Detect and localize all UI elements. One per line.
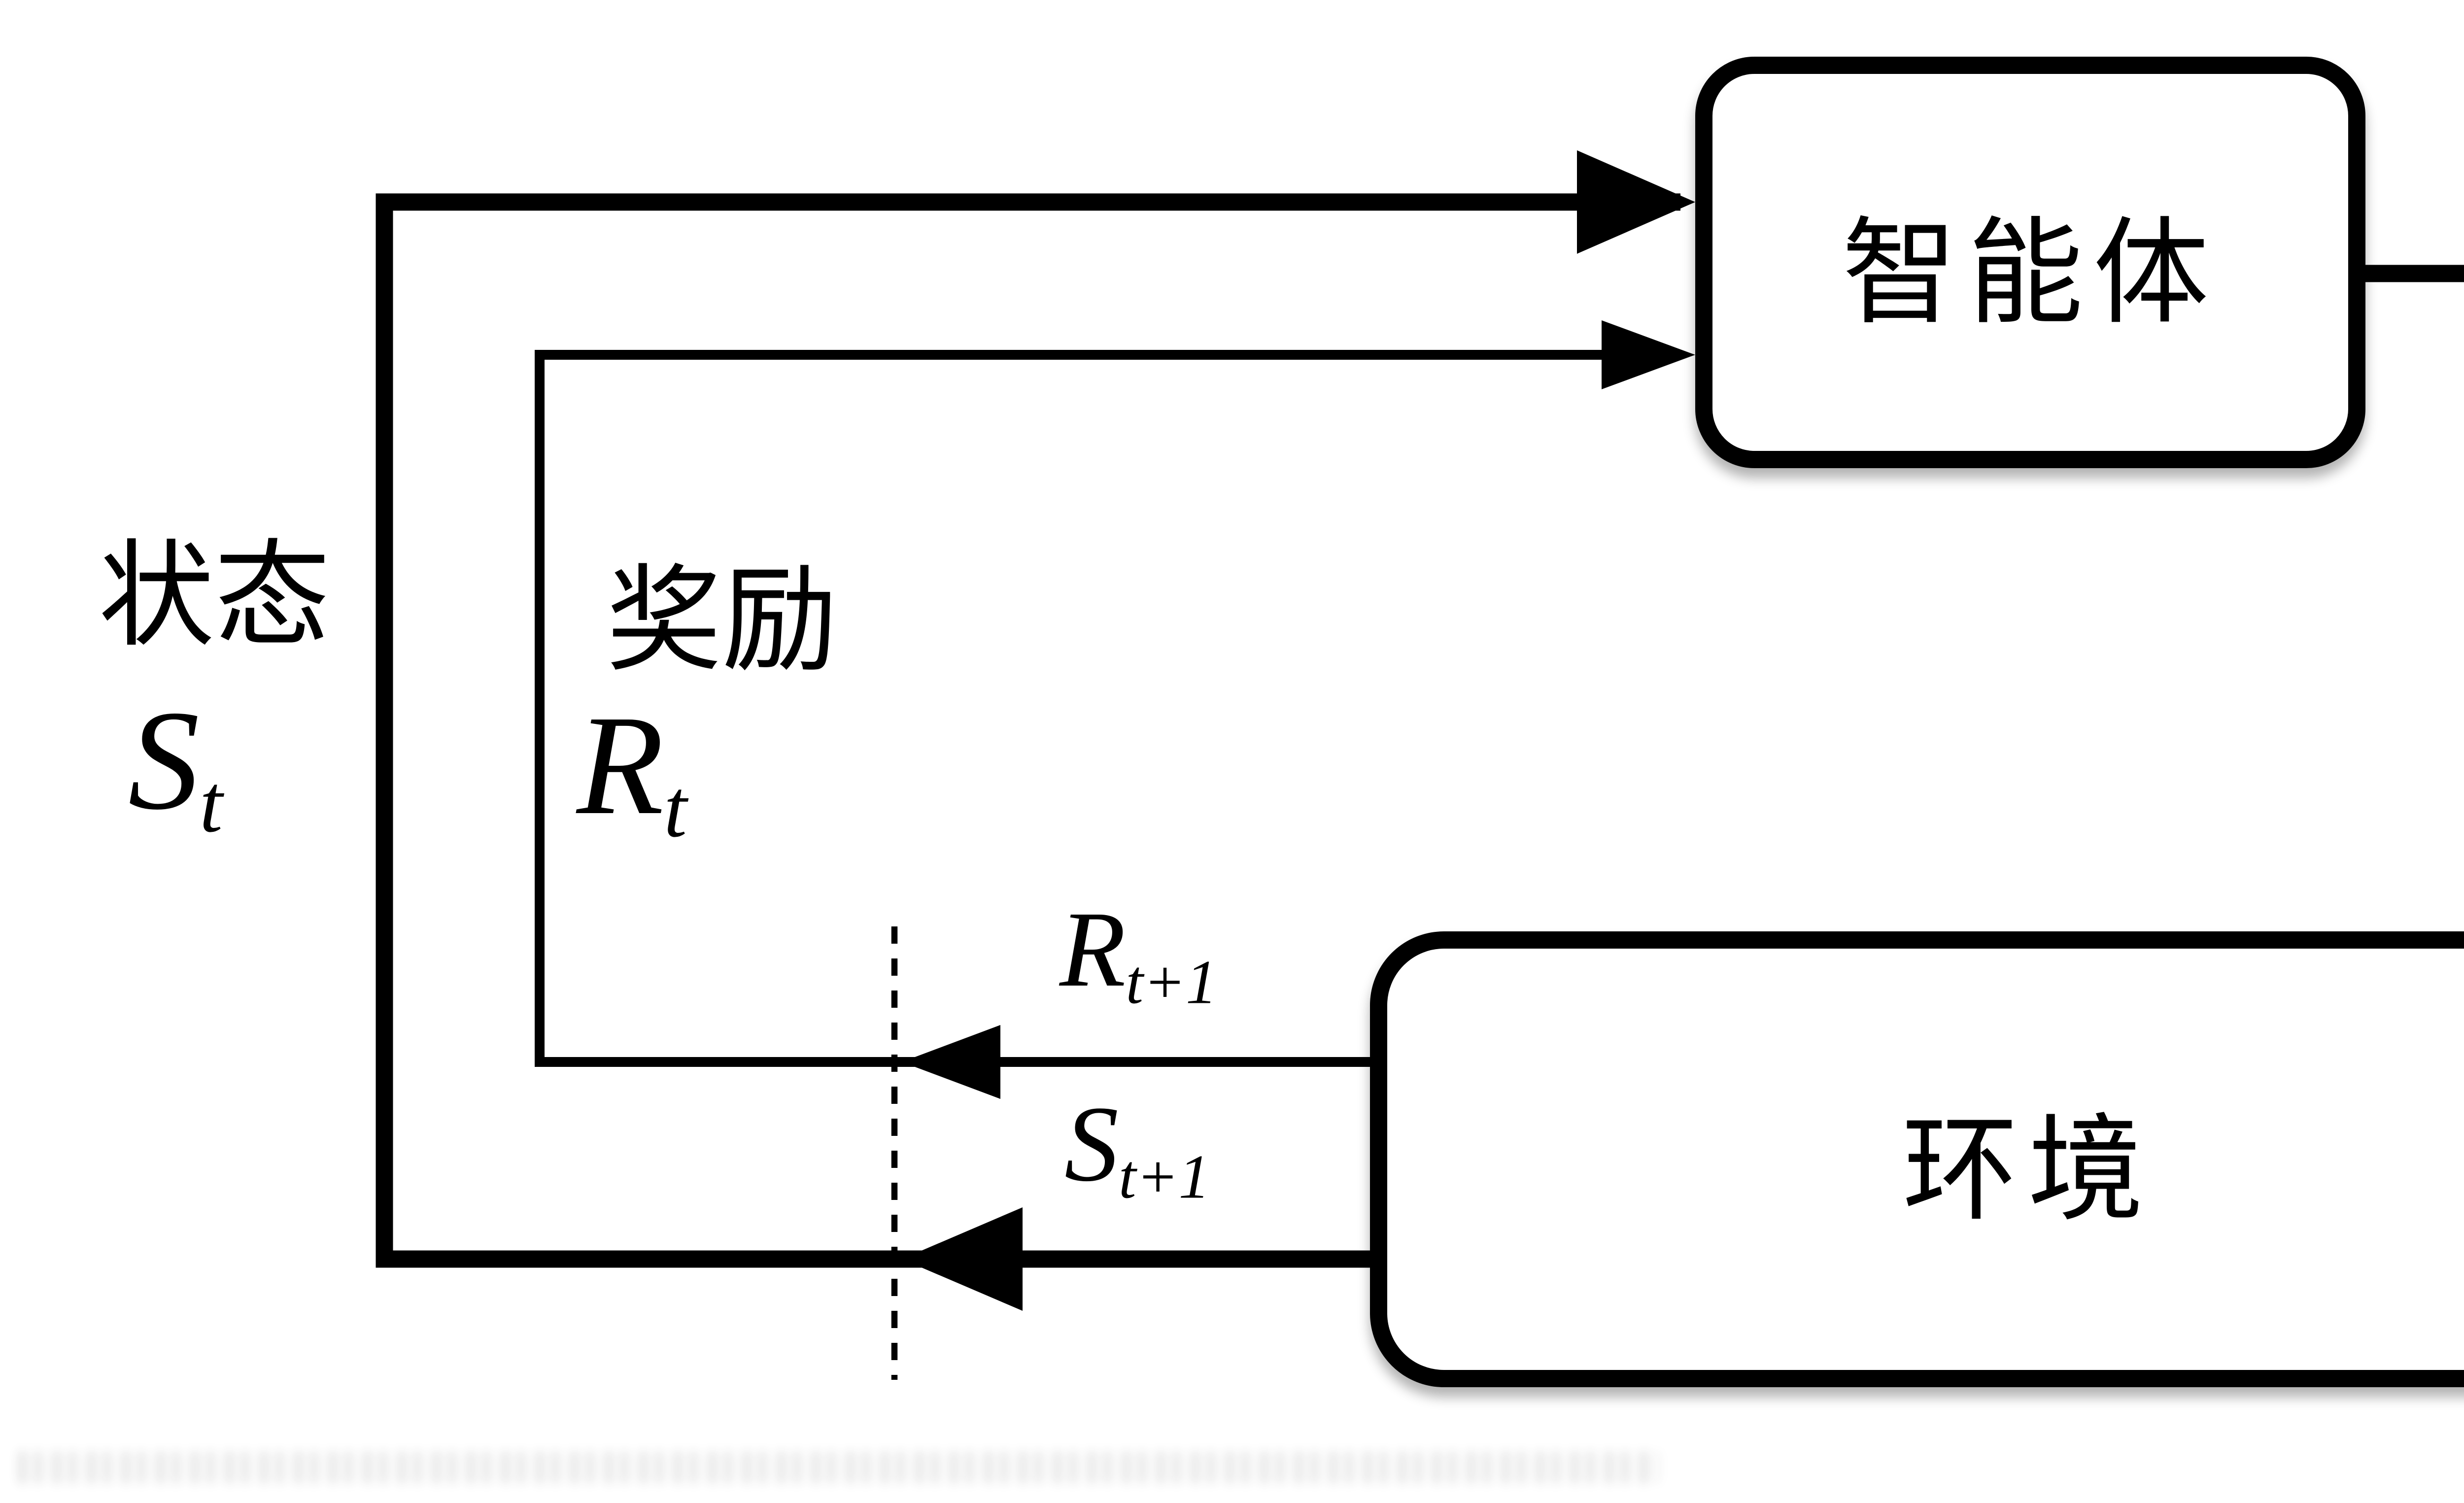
state-symbol-letter: S	[128, 680, 200, 840]
state-loop-line	[376, 193, 1680, 1268]
next-state-arrowhead-icon	[902, 1207, 1023, 1311]
next-reward-symbol-letter: R	[1060, 889, 1126, 1010]
reward-symbol-letter: R	[577, 685, 664, 845]
next-reward-symbol-subscript: t+1	[1126, 946, 1217, 1018]
next-reward-arrowhead-icon	[902, 1025, 1000, 1099]
cropped-caption-artifact	[20, 1451, 1658, 1483]
reward-symbol-subscript: t	[664, 765, 687, 856]
next-state-symbol-letter: S	[1064, 1084, 1119, 1205]
environment-box: 环境	[1370, 931, 2464, 1387]
next-reward-symbol: Rt+1	[1060, 896, 1217, 1014]
agent-box-label: 智能体	[1842, 212, 2219, 340]
state-symbol-subscript: t	[200, 760, 223, 852]
environment-box-label: 环境	[1902, 1109, 2154, 1237]
reward-label-cn: 奖励	[606, 559, 838, 687]
reward-symbol: Rt	[577, 694, 687, 852]
state-symbol: St	[128, 689, 223, 847]
state-label-cn: 状态	[99, 535, 330, 663]
next-state-symbol-subscript: t+1	[1119, 1141, 1210, 1213]
state-arrowhead-into-agent-icon	[1577, 150, 1695, 254]
next-state-symbol: St+1	[1064, 1091, 1210, 1209]
agent-box: 智能体	[1695, 57, 2365, 468]
reward-arrowhead-into-agent-icon	[1602, 320, 1695, 389]
